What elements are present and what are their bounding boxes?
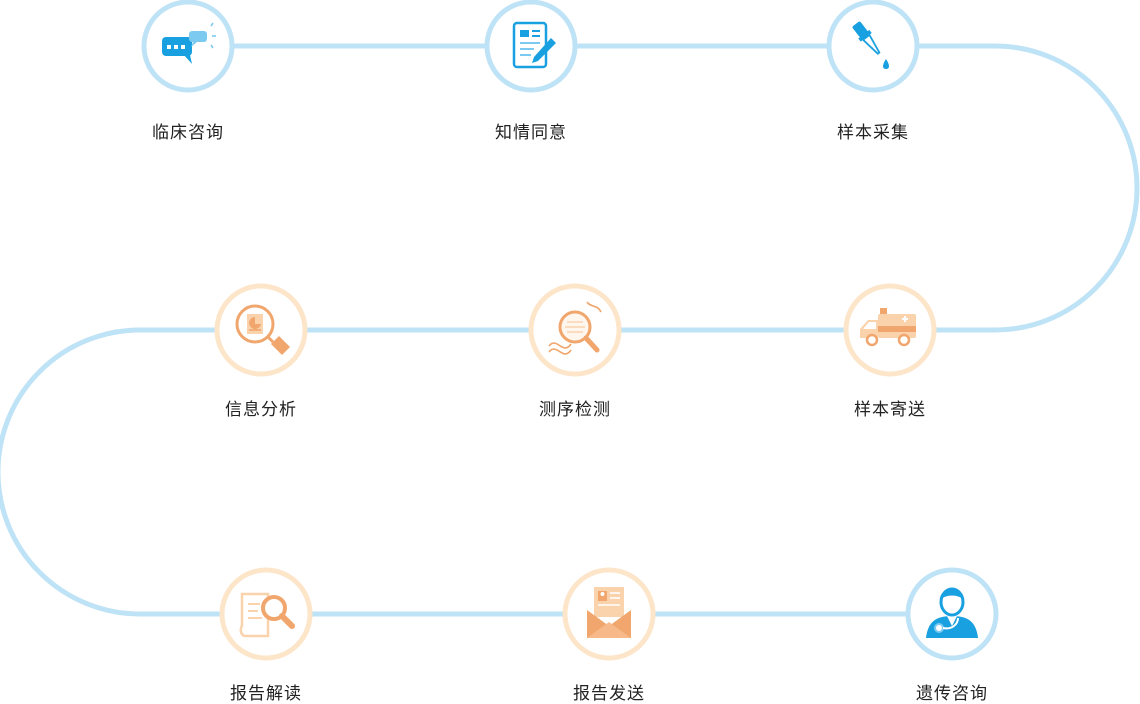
step-8-node — [562, 567, 656, 661]
step-8-label: 报告发送 — [573, 684, 645, 704]
ambulance-icon — [860, 308, 916, 347]
consent-form-pen-icon — [512, 21, 556, 69]
step-2-label: 知情同意 — [495, 123, 567, 143]
step-6-label: 信息分析 — [225, 400, 297, 420]
step-4-node — [843, 283, 937, 377]
dna-magnifier-icon — [548, 301, 602, 355]
step-7-node — [219, 567, 313, 661]
step-5-node — [528, 283, 622, 377]
step-1-node — [141, 0, 235, 93]
step-9-label: 遗传咨询 — [916, 684, 988, 704]
step-1-label: 临床咨询 — [152, 123, 224, 143]
step-5-label: 测序检测 — [539, 400, 611, 420]
document-analysis-icon — [235, 304, 290, 355]
step-7-label: 报告解读 — [230, 684, 302, 704]
step-4-label: 样本寄送 — [854, 400, 926, 420]
report-magnifier-icon — [239, 592, 295, 638]
step-3-node — [826, 0, 920, 93]
doctor-icon — [926, 587, 978, 638]
envelope-report-icon — [587, 587, 631, 638]
chat-bubble-icon — [162, 22, 216, 64]
step-6-node — [214, 283, 308, 377]
step-9-node — [905, 567, 999, 661]
step-2-node — [484, 0, 578, 93]
step-3-label: 样本采集 — [837, 123, 909, 143]
dropper-icon — [852, 21, 889, 69]
